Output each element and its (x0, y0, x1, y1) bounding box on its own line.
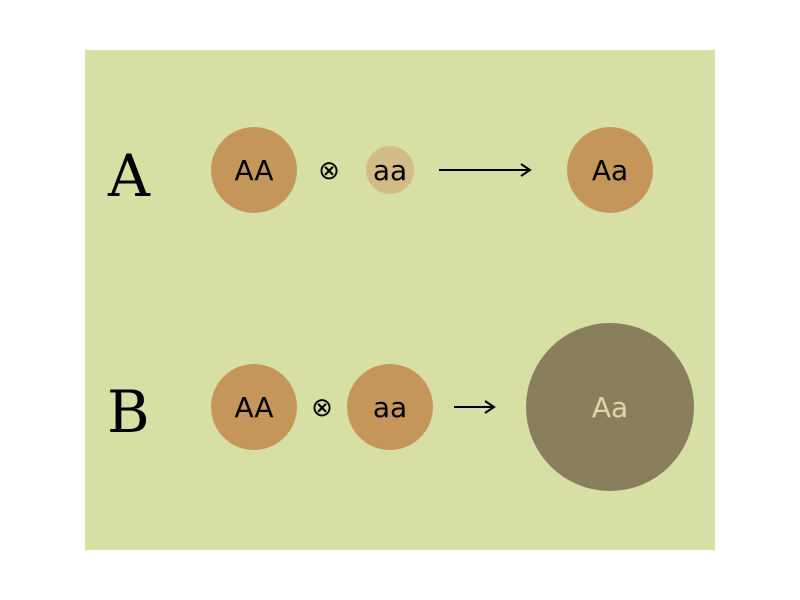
row-a-parent2-circle: aa (366, 146, 414, 194)
diagram-panel: A AA ⊗ aa Aa B AA ⊗ aa Aa (85, 50, 715, 550)
row-a-cross-symbol: ⊗ (318, 156, 340, 186)
row-a-parent1-circle: AA (211, 127, 297, 213)
row-b-parent1-label: AA (234, 390, 274, 424)
row-a-offspring-label: Aa (591, 153, 629, 187)
row-b-arrow (454, 400, 496, 414)
row-a-letter: A (108, 142, 150, 210)
row-b-offspring-label: Aa (591, 390, 629, 424)
row-b-cross-symbol: ⊗ (311, 393, 333, 423)
row-b-parent2-label: aa (372, 390, 408, 424)
row-a-parent2-label: aa (372, 153, 408, 187)
row-a-offspring-circle: Aa (567, 127, 653, 213)
row-b-offspring-circle: Aa (526, 323, 694, 491)
row-a-arrow (439, 163, 532, 177)
row-b-parent2-circle: aa (347, 364, 433, 450)
row-b-parent1-circle: AA (211, 364, 297, 450)
row-a-parent1-label: AA (234, 153, 274, 187)
row-b-letter: B (107, 378, 150, 446)
